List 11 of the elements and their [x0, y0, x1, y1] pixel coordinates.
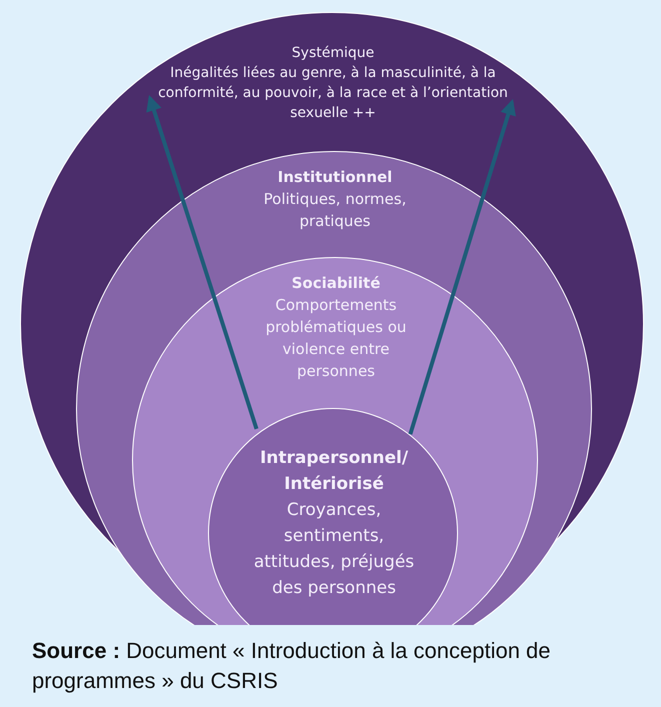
level-title: Systémique [290, 44, 376, 63]
level-description: Politiques, normes, pratiques [262, 189, 408, 232]
level-title: Sociabilité [290, 273, 382, 294]
level-title: Institutionnel [276, 167, 394, 188]
level-description: Croyances, sentiments, attitudes, préjugés des personnes [252, 499, 416, 600]
arrow [146, 94, 258, 430]
level-description: Inégalités liées au genre, à la masculinité, à la conformité, au pouvoir, à la race et à l’orientation sexuelle ++ [158, 64, 508, 123]
arrow [408, 98, 516, 435]
source-caption: Source : Document « Introduction à la conception de programmes » du CSRIS [32, 637, 552, 695]
level-title: Intrapersonnel/ Intériorisé [258, 447, 410, 496]
level-description: Comportements problématiques ou violence entre personnes [264, 295, 408, 382]
